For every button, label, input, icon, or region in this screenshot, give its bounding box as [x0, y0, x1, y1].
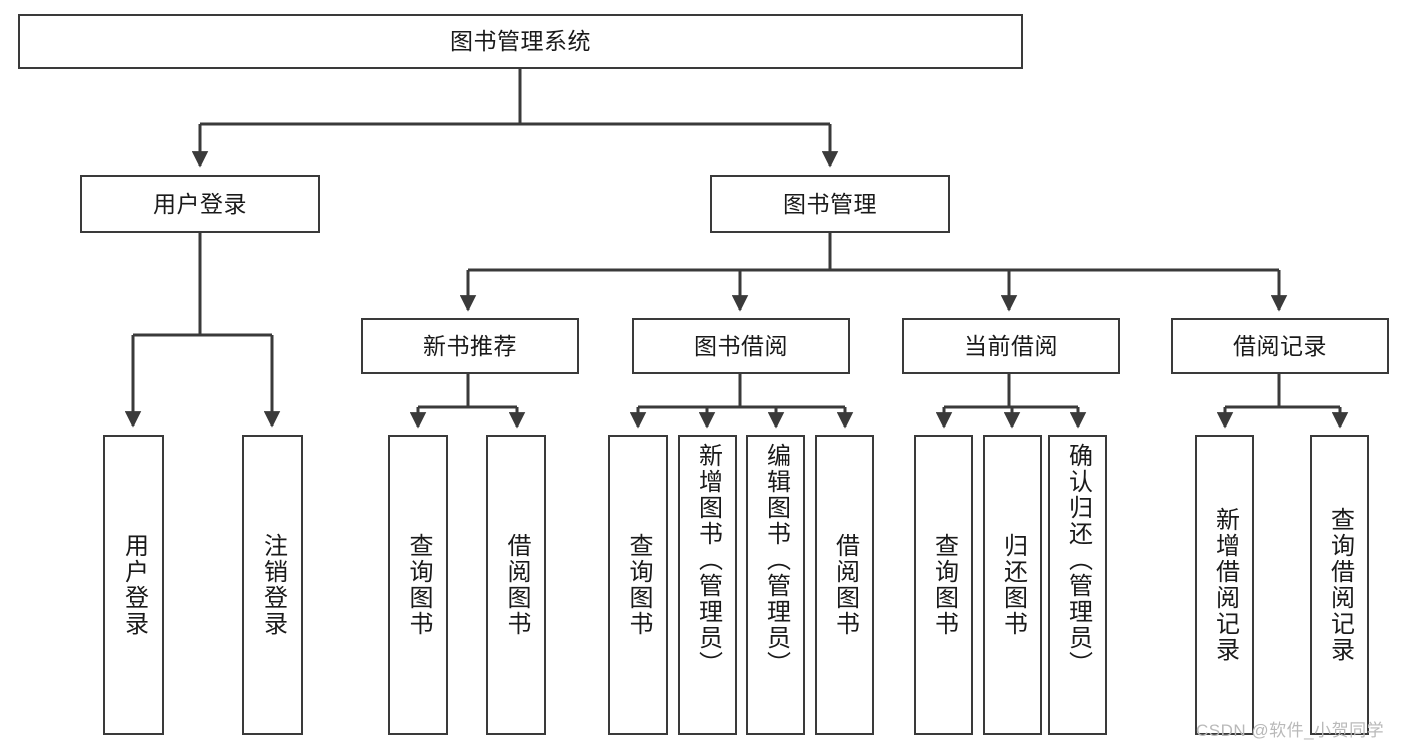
node-leaf-user-login-label: 用户登录 [120, 533, 148, 637]
node-leaf-query-record-label: 查询借阅记录 [1326, 507, 1354, 663]
node-leaf-add-record[interactable]: 新增借阅记录 [1195, 435, 1254, 735]
node-user-login-label: 用户登录 [153, 190, 247, 217]
node-current-borrow-label: 当前借阅 [964, 332, 1058, 359]
node-leaf-edit-book-label: 编辑图书（管理员） [762, 443, 790, 677]
watermark: CSDN @软件_小贺同学 [1196, 721, 1385, 740]
node-leaf-confirm-return-label: 确认归还（管理员） [1064, 443, 1092, 677]
node-current-borrow[interactable]: 当前借阅 [902, 318, 1120, 374]
node-leaf-borrow-book-rec-label: 借阅图书 [503, 533, 530, 637]
node-leaf-borrow-book-bb-label: 借阅图书 [831, 533, 859, 637]
node-new-book-rec[interactable]: 新书推荐 [361, 318, 579, 374]
node-leaf-query-book-rec-label: 查询图书 [405, 533, 432, 637]
node-leaf-logout-label: 注销登录 [259, 533, 287, 637]
node-leaf-query-book-cb[interactable]: 查询图书 [914, 435, 973, 735]
node-root[interactable]: 图书管理系统 [18, 14, 1023, 69]
node-book-mgmt[interactable]: 图书管理 [710, 175, 950, 233]
node-book-mgmt-label: 图书管理 [783, 190, 877, 217]
node-user-login[interactable]: 用户登录 [80, 175, 320, 233]
node-new-book-rec-label: 新书推荐 [423, 332, 517, 359]
node-leaf-return-book-label: 归还图书 [999, 533, 1027, 637]
node-leaf-add-book-label: 新增图书（管理员） [694, 443, 722, 677]
node-leaf-return-book[interactable]: 归还图书 [983, 435, 1042, 735]
node-leaf-add-record-label: 新增借阅记录 [1211, 507, 1239, 663]
node-borrow-record-label: 借阅记录 [1233, 332, 1327, 359]
node-leaf-edit-book[interactable]: 编辑图书（管理员） [746, 435, 805, 735]
node-leaf-query-book-cb-label: 查询图书 [930, 533, 958, 637]
node-leaf-borrow-book-rec[interactable]: 借阅图书 [486, 435, 546, 735]
node-leaf-query-book-rec[interactable]: 查询图书 [388, 435, 448, 735]
node-borrow-record[interactable]: 借阅记录 [1171, 318, 1389, 374]
node-book-borrow-label: 图书借阅 [694, 332, 788, 359]
node-leaf-logout[interactable]: 注销登录 [242, 435, 303, 735]
node-leaf-user-login[interactable]: 用户登录 [103, 435, 164, 735]
node-leaf-borrow-book-bb[interactable]: 借阅图书 [815, 435, 874, 735]
node-leaf-add-book[interactable]: 新增图书（管理员） [678, 435, 737, 735]
node-root-label: 图书管理系统 [450, 28, 591, 55]
node-leaf-confirm-return[interactable]: 确认归还（管理员） [1048, 435, 1107, 735]
node-book-borrow[interactable]: 图书借阅 [632, 318, 850, 374]
node-leaf-query-record[interactable]: 查询借阅记录 [1310, 435, 1369, 735]
node-leaf-query-book-bb-label: 查询图书 [625, 533, 652, 637]
node-leaf-query-book-bb[interactable]: 查询图书 [608, 435, 668, 735]
